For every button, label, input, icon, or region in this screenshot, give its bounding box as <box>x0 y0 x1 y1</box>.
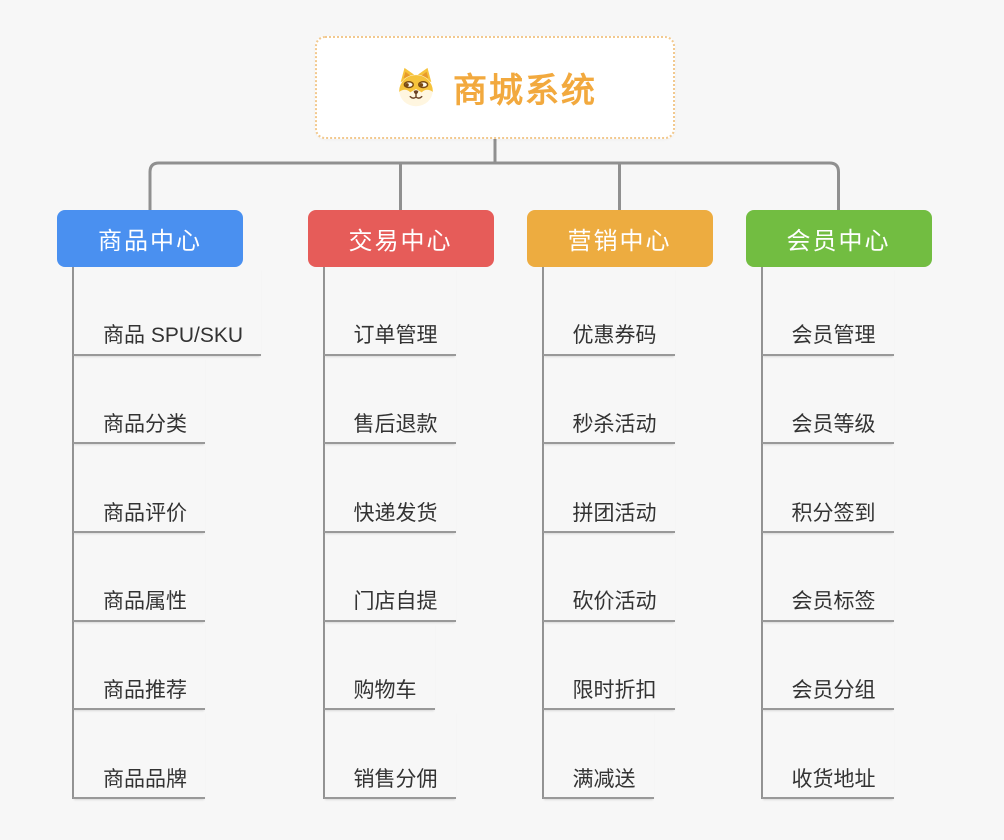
child-topic[interactable]: 会员等级 <box>761 356 894 445</box>
child-topic[interactable]: 商品推荐 <box>73 622 205 711</box>
child-topic-label: 限时折扣 <box>572 679 657 703</box>
child-topic-label: 商品分类 <box>103 413 187 437</box>
child-topic[interactable]: 商品品牌 <box>73 710 205 799</box>
child-topic[interactable]: 售后退款 <box>323 356 456 445</box>
child-topic-label: 商品 SPU/SKU <box>103 324 244 348</box>
shiba-dog-icon <box>393 65 439 111</box>
branch-connector-spine <box>72 267 74 799</box>
child-topic-label: 订单管理 <box>353 324 438 348</box>
child-topic[interactable]: 商品分类 <box>73 356 205 445</box>
branch-children: 会员管理 会员等级 积分签到 会员标签 会员分组 收货地址 <box>761 267 894 799</box>
child-topic-label: 购物车 <box>353 679 417 703</box>
child-topic-label: 积分签到 <box>791 501 876 525</box>
child-topic[interactable]: 销售分佣 <box>323 710 456 799</box>
child-topic-label: 优惠券码 <box>572 324 657 348</box>
child-topic[interactable]: 购物车 <box>323 622 435 711</box>
branch-label: 商品中心 <box>98 228 202 255</box>
child-topic[interactable]: 会员标签 <box>761 533 894 622</box>
branch-connector-spine <box>760 267 763 799</box>
branch-label: 会员中心 <box>786 228 891 255</box>
child-topic-label: 快递发货 <box>353 501 438 525</box>
child-topic-label: 收货地址 <box>791 767 876 791</box>
child-topic-label: 会员等级 <box>791 413 876 437</box>
child-topic-label: 门店自提 <box>353 590 438 614</box>
child-topic[interactable]: 门店自提 <box>323 533 456 622</box>
child-topic-label: 售后退款 <box>353 413 438 437</box>
branch-label: 营销中心 <box>567 228 672 255</box>
child-topic-label: 商品属性 <box>103 590 187 614</box>
child-topic-label: 商品评价 <box>103 501 187 525</box>
child-topic[interactable]: 拼团活动 <box>542 444 675 533</box>
branch-node-3[interactable]: 会员中心 <box>745 210 932 267</box>
child-topic-label: 会员分组 <box>791 679 876 703</box>
branch-node-1[interactable]: 交易中心 <box>307 210 494 267</box>
child-topic[interactable]: 积分签到 <box>761 444 894 533</box>
child-topic-label: 销售分佣 <box>353 767 438 791</box>
child-topic-label: 会员管理 <box>791 324 876 348</box>
child-topic[interactable]: 商品评价 <box>73 444 205 533</box>
child-topic[interactable]: 优惠券码 <box>542 267 675 356</box>
child-topic[interactable]: 商品 SPU/SKU <box>73 267 262 356</box>
child-topic[interactable]: 秒杀活动 <box>542 356 675 445</box>
branch-children: 优惠券码 秒杀活动 拼团活动 砍价活动 限时折扣 满减送 <box>542 267 675 799</box>
child-topic[interactable]: 商品属性 <box>73 533 205 622</box>
branch-connector-spine <box>541 267 544 799</box>
child-topic[interactable]: 订单管理 <box>323 267 456 356</box>
child-topic[interactable]: 会员分组 <box>761 622 894 711</box>
child-topic[interactable]: 会员管理 <box>761 267 894 356</box>
child-topic-label: 秒杀活动 <box>572 413 657 437</box>
child-topic-label: 砍价活动 <box>572 590 657 614</box>
child-topic[interactable]: 限时折扣 <box>542 622 675 711</box>
branch-label: 交易中心 <box>348 228 453 255</box>
child-topic[interactable]: 砍价活动 <box>542 533 675 622</box>
branch-children: 商品 SPU/SKU 商品分类 商品评价 商品属性 商品推荐 商品品牌 <box>73 267 262 799</box>
branch-node-0[interactable]: 商品中心 <box>57 210 243 267</box>
child-topic-label: 商品推荐 <box>103 679 187 703</box>
root-title: 商城系统 <box>453 72 597 110</box>
branch-connector-spine <box>322 267 325 799</box>
child-topic[interactable]: 满减送 <box>542 710 654 799</box>
child-topic-label: 满减送 <box>572 767 636 791</box>
branch-node-2[interactable]: 营销中心 <box>526 210 713 267</box>
root-node[interactable]: 商城系统 <box>315 36 675 139</box>
child-topic-label: 商品品牌 <box>103 767 187 791</box>
child-topic-label: 会员标签 <box>791 590 876 614</box>
child-topic[interactable]: 收货地址 <box>761 710 894 799</box>
child-topic[interactable]: 快递发货 <box>323 444 456 533</box>
child-topic-label: 拼团活动 <box>572 501 657 525</box>
branch-children: 订单管理 售后退款 快递发货 门店自提 购物车 销售分佣 <box>323 267 456 799</box>
